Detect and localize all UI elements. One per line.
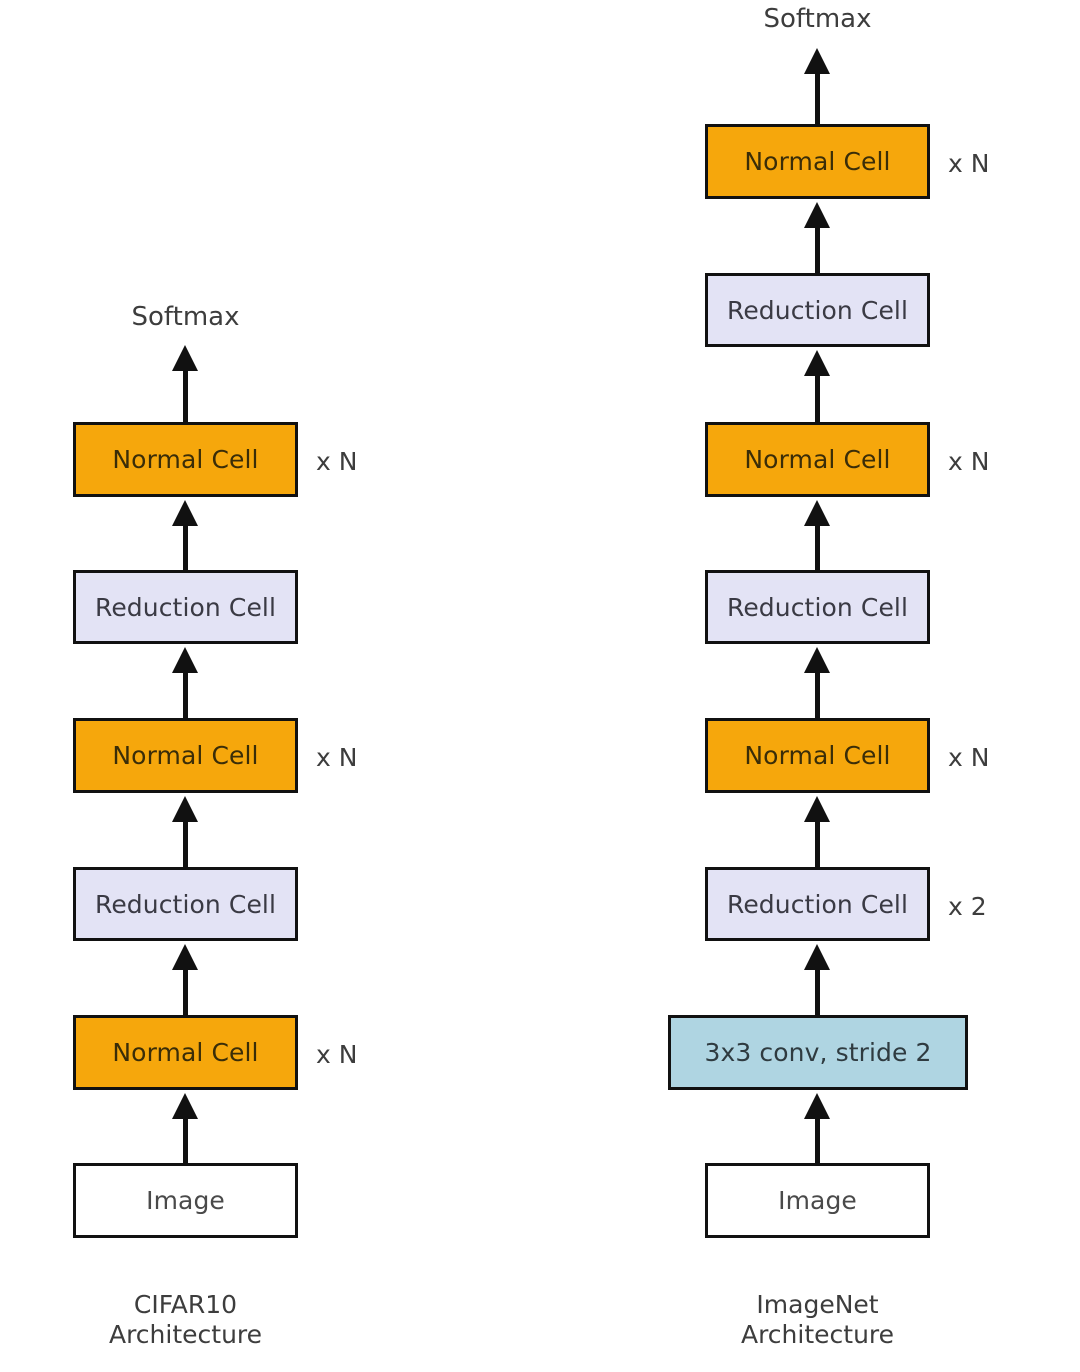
node-label: Reduction Cell [94, 889, 277, 919]
caption-imagenet: ImageNet Architecture [705, 1290, 930, 1350]
node-label: Image [778, 1186, 857, 1215]
node-normal-cell-imagenet-2[interactable]: Normal Cell [705, 422, 930, 497]
node-normal-cell-cifar10-1[interactable]: Normal Cell [73, 422, 298, 497]
softmax-output-label-imagenet: Softmax [763, 4, 872, 34]
arrow-cifar10-4 [183, 820, 188, 868]
node-label: Normal Cell [112, 445, 259, 474]
arrow-cifar10-3 [183, 671, 188, 719]
node-label: Normal Cell [744, 147, 891, 176]
arrow-imagenet-2 [815, 226, 820, 275]
arrow-imagenet-4 [815, 524, 820, 572]
arrow-imagenet-8 [815, 1117, 820, 1165]
arrowhead-imagenet-7 [804, 944, 830, 970]
arrowhead-to-softmax-cifar10 [172, 345, 198, 371]
arrowhead-cifar10-2 [172, 500, 198, 526]
arrowhead-imagenet-2 [804, 202, 830, 228]
node-normal-cell-cifar10-3[interactable]: Normal Cell [73, 1015, 298, 1090]
arrowhead-to-softmax-imagenet [804, 48, 830, 74]
node-normal-cell-imagenet-1[interactable]: Normal Cell [705, 124, 930, 199]
arrow-to-softmax-imagenet [815, 72, 820, 126]
node-label: Reduction Cell [726, 295, 909, 325]
arrow-cifar10-2 [183, 524, 188, 572]
node-reduction-cell-cifar10-2[interactable]: Reduction Cell [73, 867, 298, 941]
node-label: Reduction Cell [726, 889, 909, 919]
arrow-to-softmax-cifar10 [183, 369, 188, 424]
node-label: 3x3 conv, stride 2 [704, 1038, 932, 1067]
caption-line-2: Architecture [108, 1320, 263, 1349]
node-reduction-cell-imagenet-2[interactable]: Reduction Cell [705, 570, 930, 644]
node-label: Normal Cell [112, 1038, 259, 1067]
arrowhead-cifar10-5 [172, 944, 198, 970]
node-label: Normal Cell [112, 741, 259, 770]
caption-line-2: Architecture [740, 1320, 895, 1349]
multiplier-label-imagenet-1: x N [948, 149, 990, 178]
arrowhead-imagenet-5 [804, 647, 830, 673]
multiplier-label-cifar10-3: x N [316, 1040, 358, 1069]
multiplier-label-imagenet-2: x N [948, 447, 990, 476]
caption-line-1: ImageNet [756, 1290, 879, 1319]
node-reduction-cell-imagenet-1[interactable]: Reduction Cell [705, 273, 930, 347]
multiplier-label-cifar10-2: x N [316, 743, 358, 772]
arrowhead-imagenet-3 [804, 350, 830, 376]
node-reduction-cell-cifar10-1[interactable]: Reduction Cell [73, 570, 298, 644]
arrowhead-cifar10-4 [172, 796, 198, 822]
node-label: Normal Cell [744, 741, 891, 770]
arrowhead-imagenet-4 [804, 500, 830, 526]
architecture-column-imagenet: Softmax Normal Cell x N Reduction Cell N… [580, 0, 1080, 1372]
arrow-cifar10-5 [183, 968, 188, 1016]
multiplier-label-imagenet-3: x N [948, 743, 990, 772]
node-image-imagenet[interactable]: Image [705, 1163, 930, 1238]
arrowhead-imagenet-8 [804, 1093, 830, 1119]
node-conv-imagenet[interactable]: 3x3 conv, stride 2 [668, 1015, 968, 1090]
arrow-imagenet-5 [815, 671, 820, 719]
node-label: Image [146, 1186, 225, 1215]
node-label: Reduction Cell [94, 592, 277, 622]
node-image-cifar10[interactable]: Image [73, 1163, 298, 1238]
arrowhead-cifar10-3 [172, 647, 198, 673]
multiplier-label-cifar10-1: x N [316, 447, 358, 476]
arrowhead-cifar10-6 [172, 1093, 198, 1119]
caption-line-1: CIFAR10 [133, 1290, 238, 1319]
arrow-imagenet-3 [815, 374, 820, 422]
arrow-imagenet-7 [815, 968, 820, 1016]
multiplier-label-imagenet-reduction: x 2 [948, 892, 987, 921]
arrow-cifar10-6 [183, 1117, 188, 1165]
node-label: Normal Cell [744, 445, 891, 474]
node-label: Reduction Cell [726, 592, 909, 622]
node-reduction-cell-imagenet-3[interactable]: Reduction Cell [705, 867, 930, 941]
node-normal-cell-imagenet-3[interactable]: Normal Cell [705, 718, 930, 793]
arrowhead-imagenet-6 [804, 796, 830, 822]
caption-cifar10: CIFAR10 Architecture [73, 1290, 298, 1350]
arrow-imagenet-6 [815, 820, 820, 868]
node-normal-cell-cifar10-2[interactable]: Normal Cell [73, 718, 298, 793]
softmax-output-label-cifar10: Softmax [131, 302, 240, 332]
architecture-column-cifar10: Softmax Normal Cell x N Reduction Cell N… [0, 0, 500, 1372]
